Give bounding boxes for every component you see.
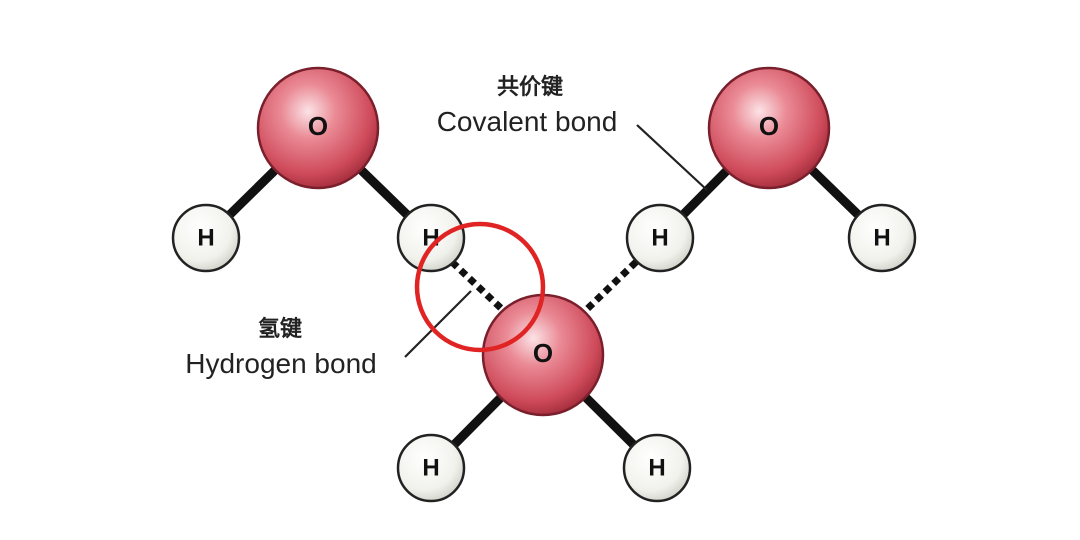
hydrogen-label-right-2: H: [873, 225, 890, 252]
hydrogen-atom-left-1: [171, 203, 241, 273]
hydrogen-bond-left: [449, 259, 508, 315]
covalent-bond-label-zh: 共价键: [497, 74, 563, 100]
oxygen-atom-left: [256, 66, 380, 190]
covalent-leader-line: [636, 124, 708, 191]
hydrogen-label-bottom-1: H: [422, 455, 439, 482]
hydrogen-atom-right-2: [847, 203, 917, 273]
hydrogen-atoms: [171, 203, 917, 503]
oxygen-label-bottom: O: [533, 338, 553, 368]
hydrogen-atom-bottom-2: [622, 433, 692, 503]
hydrogen-bonds: [449, 259, 639, 315]
hydrogen-bond-label-zh: 氢键: [258, 316, 302, 342]
atom-labels: O O O H H H H H H: [197, 111, 890, 482]
hydrogen-atom-left-2: [396, 203, 466, 273]
oxygen-label-left: O: [308, 111, 328, 141]
annotations: 共价键 Covalent bond 氢键 Hydrogen bond: [185, 74, 617, 379]
hydrogen-bond-right: [581, 259, 639, 315]
hydrogen-atom-right-1: [625, 203, 695, 273]
covalent-bond-label-en: Covalent bond: [437, 106, 618, 137]
hydrogen-label-left-1: H: [197, 225, 214, 252]
oxygen-atom-right: [707, 66, 831, 190]
oxygen-atoms: [256, 66, 831, 417]
hydrogen-bond-highlight-circle: [414, 221, 546, 353]
hydrogen-atom-bottom-1: [396, 433, 466, 503]
hydrogen-bond-label-en: Hydrogen bond: [185, 348, 376, 379]
oxygen-label-right: O: [759, 111, 779, 141]
hydrogen-label-bottom-2: H: [648, 455, 665, 482]
hydrogen-label-right-1: H: [651, 225, 668, 252]
leader-lines: [404, 124, 708, 358]
hydrogen-bond-leader-line: [404, 290, 472, 358]
